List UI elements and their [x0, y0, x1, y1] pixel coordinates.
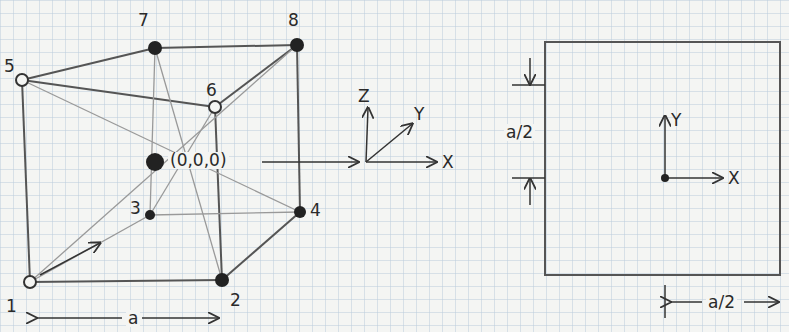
origin-label: (0,0,0): [168, 152, 229, 169]
atom-number: 8: [288, 12, 299, 29]
axis-label: Y: [671, 112, 681, 129]
dimension-horizontal: [665, 285, 778, 318]
dimension-label: a: [126, 310, 140, 327]
cube-edges: [22, 45, 300, 282]
axis-label: Z: [358, 88, 370, 105]
atom-number: 5: [4, 58, 15, 75]
vector-arrow: [40, 243, 100, 275]
atom-number: 1: [6, 298, 17, 315]
hidden-edges: [22, 45, 300, 282]
square-cell: [545, 42, 780, 275]
pointer-arrow: [262, 161, 358, 163]
atom-number: 2: [230, 292, 241, 309]
axis-label: X: [442, 154, 454, 171]
axis-label: Y: [414, 106, 424, 123]
atom-number: 3: [130, 200, 141, 217]
open-atoms: [16, 74, 221, 288]
atom-number: 7: [138, 12, 149, 29]
axes-3d: [366, 108, 436, 162]
dimension-label: a/2: [504, 124, 535, 141]
dimension-label: a/2: [706, 294, 737, 311]
atom-number: 4: [310, 202, 321, 219]
axis-label: X: [728, 170, 740, 187]
center-dot: [661, 174, 669, 182]
atom-number: 6: [206, 82, 217, 99]
